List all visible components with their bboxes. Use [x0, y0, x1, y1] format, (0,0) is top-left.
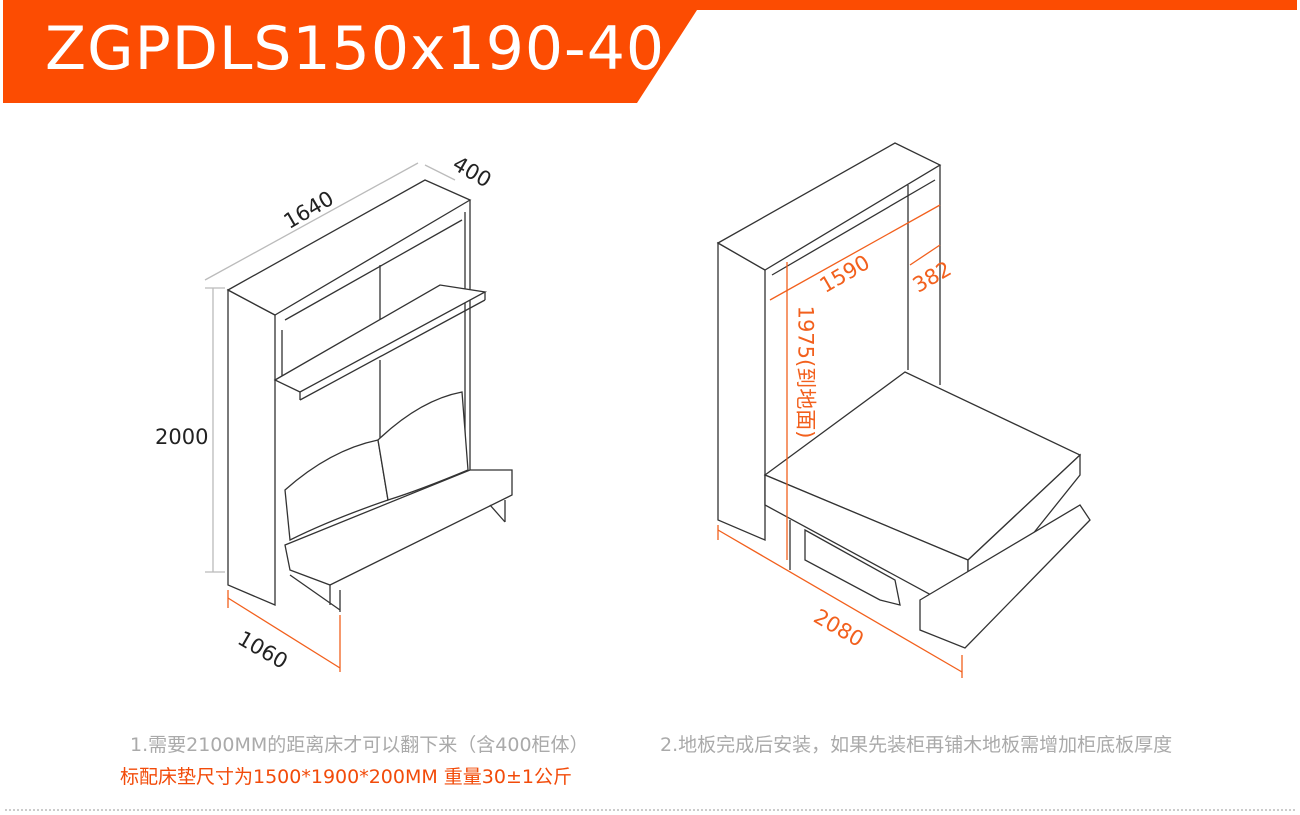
left-dimension-lines	[204, 162, 456, 573]
header-banner	[0, 0, 1297, 103]
right-top-panel	[716, 142, 942, 271]
right-side-panel-left	[717, 241, 766, 541]
model-title: ZGPDLS150x190-40	[45, 14, 666, 84]
bottom-divider	[5, 809, 1295, 811]
open-depth-line	[227, 597, 341, 669]
sofa-seat	[284, 469, 513, 586]
note-1: 1.需要2100MM的距离床才可以翻下来（含400柜体）	[130, 734, 589, 756]
dim-height-2000: 2000	[155, 425, 209, 449]
note-2: 2.地板完成后安装，如果先装柜再铺木地板需增加柜底板厚度	[660, 734, 1173, 756]
sofa-back-right	[377, 391, 469, 501]
mattress-note: 标配床垫尺寸为1500*1900*200MM 重量30±1公斤	[120, 766, 572, 788]
dim-height-1975: 1975(到地面)	[793, 305, 818, 439]
bed-frame	[919, 504, 1091, 649]
folded-sofa	[804, 528, 901, 606]
